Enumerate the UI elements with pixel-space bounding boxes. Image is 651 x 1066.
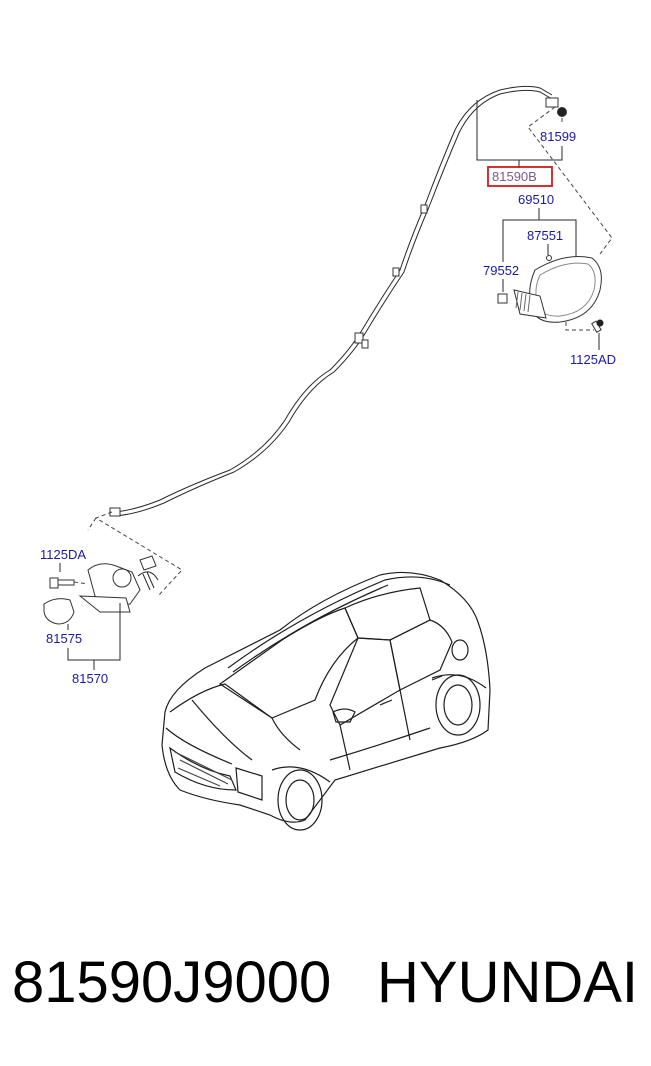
screw-1125AD-part (591, 319, 604, 334)
label-69510: 69510 (518, 192, 554, 207)
cable-end-lower (109, 507, 121, 517)
cable-clip (420, 204, 428, 214)
brand-text: HYUNDAI (377, 950, 639, 1015)
label-79552: 79552 (483, 263, 519, 278)
parts-diagram: 81599 81590B 69510 87551 79552 1125AD 11… (40, 85, 616, 831)
part-number-text: 81590J9000 (12, 950, 332, 1015)
label-1125DA: 1125DA (40, 547, 86, 562)
footer: 81590J9000 HYUNDAI (0, 938, 651, 1038)
release-cable (114, 85, 553, 513)
fuel-filler-door (513, 256, 602, 323)
nut-81599-part (557, 107, 567, 117)
bumper-87551-part (546, 255, 552, 261)
cable-clip (361, 339, 369, 349)
label-87551: 87551 (527, 228, 563, 243)
highlight-box (487, 166, 553, 187)
cable-end-upper (545, 97, 559, 108)
cable-clip (354, 332, 364, 344)
label-81575: 81575 (46, 631, 82, 646)
bolt-1125DA-part (49, 577, 89, 589)
label-1125AD: 1125AD (570, 352, 616, 367)
label-81599: 81599 (540, 129, 576, 144)
fuel-door-opener-actuator (78, 555, 159, 613)
label-81570: 81570 (72, 671, 108, 686)
label-81590B: 81590B (492, 169, 537, 184)
vehicle-outline (161, 571, 491, 831)
clip-79552-part (497, 293, 508, 304)
cap-81575-part (43, 598, 75, 625)
cable-clip (392, 267, 400, 277)
